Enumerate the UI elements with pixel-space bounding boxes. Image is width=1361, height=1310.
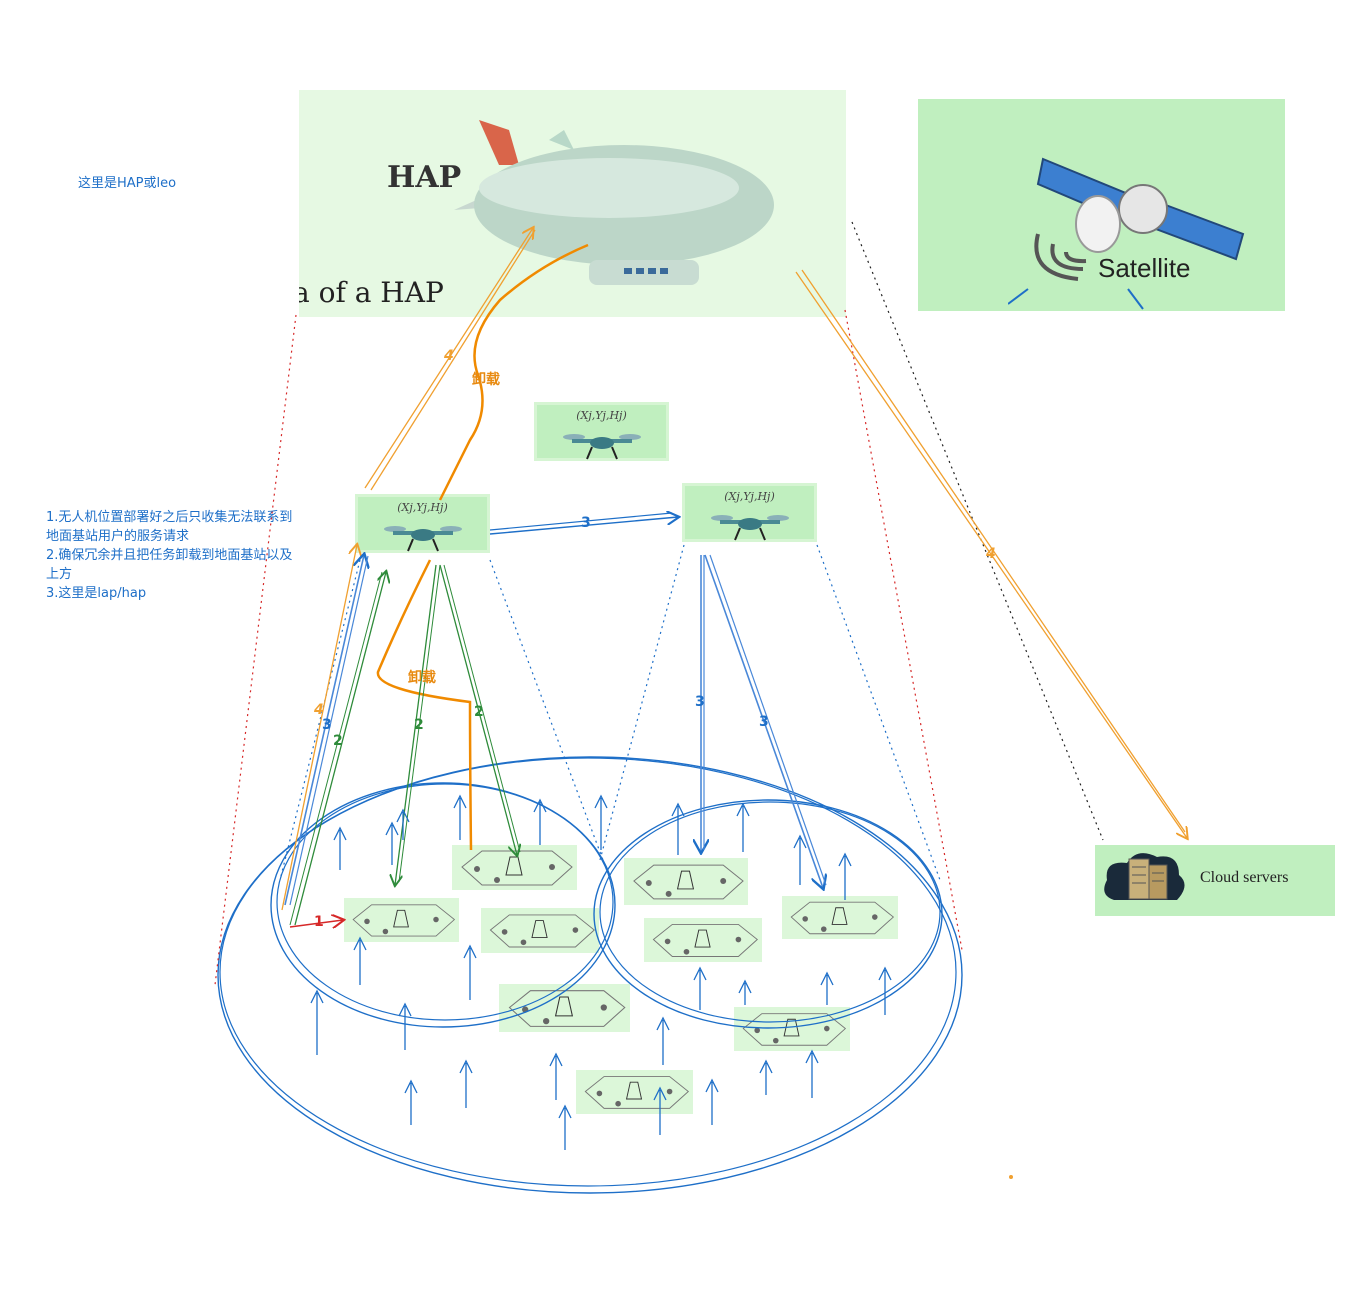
hap-coverage-boundary [844, 309, 963, 951]
link-drone-to-bs [395, 564, 437, 885]
base-station-icon [742, 1013, 847, 1046]
hap-panel: HAP a of a HAP [299, 90, 846, 317]
link-label-3: 3 [695, 694, 705, 710]
stray-dot [1009, 1175, 1013, 1179]
base-station-icon [352, 904, 456, 937]
link-label-4: 4 [986, 546, 996, 562]
base-station-icon [633, 864, 744, 900]
drone-position-label: (Xj,Yj,Hj) [397, 501, 448, 514]
link-drone-to-bs [398, 564, 441, 883]
satellite-icon [1008, 157, 1245, 310]
coverage-right-ellipse [593, 799, 943, 1029]
link-drone-to-bs [443, 564, 521, 853]
offload-label: 卸载 [408, 670, 436, 686]
left-note-line: 3.这里是lap/hap [46, 586, 147, 601]
base-station-icon [489, 914, 596, 948]
drone-icon [384, 526, 462, 552]
drone-position-label: (Xj,Yj,Hj) [724, 490, 775, 503]
base-station-card [481, 908, 599, 953]
base-station-card [782, 896, 898, 939]
offload-path-upper [438, 243, 589, 501]
satellite-panel: Satellite [918, 99, 1285, 311]
base-station-card [344, 898, 459, 942]
link-users-to-drone [294, 572, 386, 926]
link-label-3: 3 [581, 515, 591, 531]
link-drone-to-drone [489, 512, 673, 531]
link-drone-to-bs [439, 564, 517, 855]
left-note: 1.无人机位置部署好之后只收集无法联系到 地面基站用户的服务请求 2.确保冗余并… [46, 508, 356, 603]
offload-path-lower [376, 559, 473, 851]
drone-position-label: (Xj,Yj,Hj) [576, 409, 627, 422]
hap-caption: a of a HAP [299, 276, 444, 309]
drone-coverage-boundary [599, 544, 685, 861]
link-bs-to-drone [284, 555, 364, 906]
drone-card-left: (Xj,Yj,Hj) [355, 494, 490, 553]
link-users-to-drone [289, 571, 383, 926]
coverage-outer-ellipse [217, 756, 963, 1194]
airship-icon [454, 120, 774, 285]
link-drone-to-bs [709, 554, 827, 886]
link-hap-to-cloud [795, 271, 1187, 838]
link-to-hap [370, 229, 536, 491]
link-drone-to-bs [704, 554, 823, 888]
offload-label: 卸载 [472, 372, 500, 388]
coverage-left-ellipse [276, 783, 614, 1021]
link-user-to-bs [289, 920, 343, 927]
drone-icon [563, 434, 641, 460]
coverage-outer-ellipse [219, 757, 957, 1187]
link-drone-to-drone [489, 517, 678, 535]
user-request-arrows [310, 794, 892, 1150]
link-label-4: 4 [314, 702, 324, 718]
link-label-1: 1 [314, 914, 324, 930]
base-station-icon [790, 901, 895, 935]
link-label-3: 3 [322, 717, 332, 733]
link-label-3: 3 [759, 714, 769, 730]
drone-coverage-boundary [279, 559, 361, 881]
base-station-card [644, 918, 762, 962]
link-to-hap [364, 228, 533, 489]
cloud-servers-panel: Cloud servers [1095, 845, 1335, 916]
hap-coverage-boundary [214, 314, 297, 986]
left-note-line: 1.无人机位置部署好之后只收集无法联系到 [46, 510, 293, 525]
base-station-card [576, 1070, 693, 1114]
base-station-icon [584, 1076, 690, 1109]
link-bs-to-drone [281, 545, 357, 911]
base-station-icon [652, 923, 759, 957]
link-label-2: 2 [474, 704, 484, 720]
left-note-line: 上方 [46, 567, 73, 582]
link-bs-to-drone [289, 555, 369, 906]
base-station-card [624, 858, 748, 905]
left-note-line: 地面基站用户的服务请求 [46, 529, 190, 544]
coverage-left-ellipse [270, 782, 616, 1028]
left-note-line: 2.确保冗余并且把任务卸载到地面基站以及 [46, 548, 293, 563]
satellite-label: Satellite [1098, 253, 1191, 283]
base-station-icon [461, 850, 573, 886]
coverage-right-ellipse [599, 801, 941, 1023]
cloud-server-icon [1104, 853, 1185, 900]
drone-coverage-boundary [816, 544, 941, 881]
link-label-2: 2 [333, 733, 343, 749]
cloud-servers-label: Cloud servers [1200, 869, 1289, 886]
drone-card-right: (Xj,Yj,Hj) [682, 483, 817, 542]
drone-icon [711, 515, 789, 541]
link-hap-to-cloud [801, 269, 1186, 833]
top-note: 这里是HAP或leo [78, 176, 177, 191]
satellite-cloud-link [851, 221, 1104, 841]
link-label-4: 4 [444, 348, 454, 364]
link-label-2: 2 [414, 717, 424, 733]
hap-title: HAP [387, 160, 462, 195]
drone-card-top: (Xj,Yj,Hj) [534, 402, 669, 461]
